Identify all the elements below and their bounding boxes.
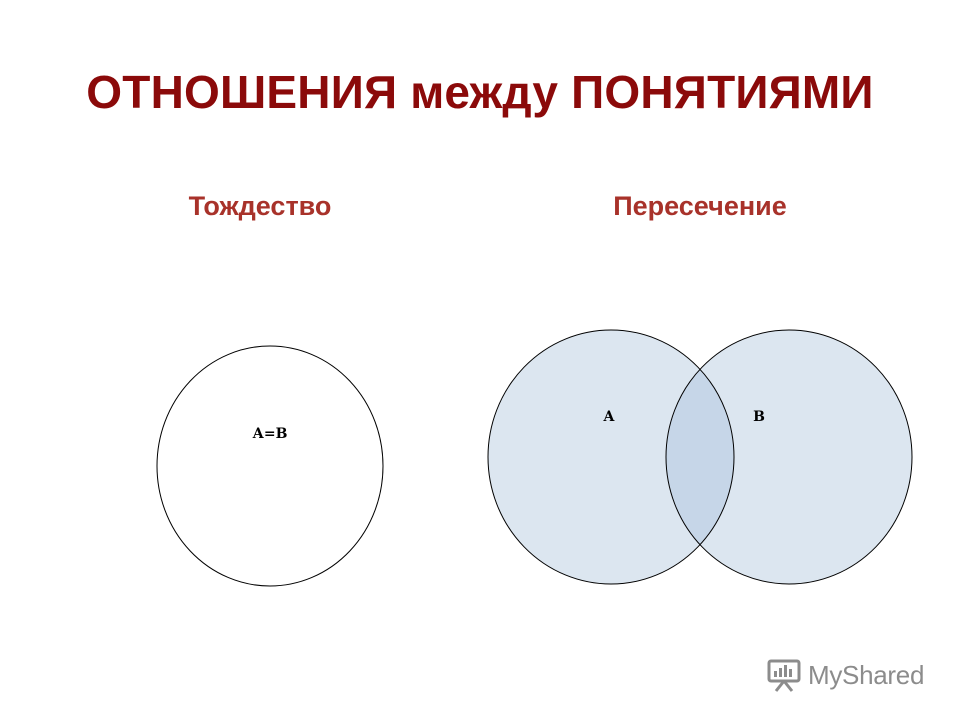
identity-diagram: А=В	[156, 345, 384, 587]
identity-circle-label: А=В	[253, 426, 288, 442]
presentation-board-icon	[767, 659, 801, 692]
intersection-diagram: А В	[487, 329, 913, 585]
circle-a-label: А	[603, 409, 615, 425]
watermark-text: MyShared	[808, 659, 925, 690]
identity-circle	[156, 345, 384, 587]
circle-a	[488, 330, 734, 584]
identity-heading: Тождество	[188, 191, 332, 221]
circle-a-outline	[487, 329, 735, 585]
circle-b-outline	[665, 329, 913, 585]
circle-b	[666, 330, 912, 584]
slide-title: ОТНОШЕНИЯ между ПОНЯТИЯМИ	[86, 66, 874, 118]
intersection-heading: Пересечение	[613, 191, 787, 221]
myshared-watermark: MyShared	[766, 655, 924, 695]
circle-b-label: В	[753, 409, 765, 425]
